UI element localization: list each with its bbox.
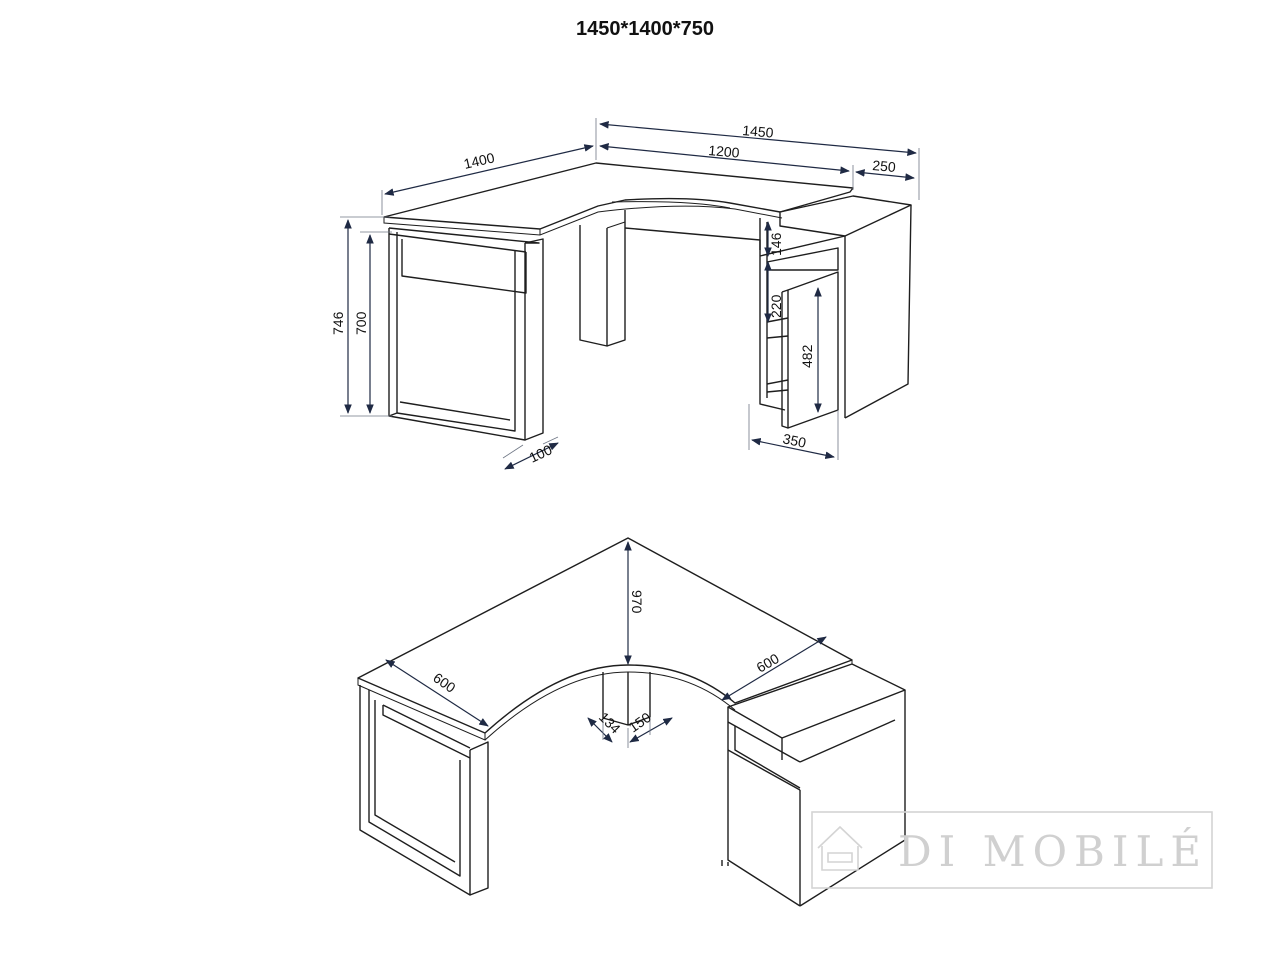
dim-1450-label: 1450: [742, 122, 775, 141]
dim-134-label: 134: [596, 709, 624, 737]
top-right-cabinet: [759, 195, 912, 429]
dim-line-1450: [599, 120, 917, 157]
top-view-desk: [383, 162, 912, 441]
bottom-left-leg: [359, 685, 489, 896]
dim-100-label: 100: [527, 441, 555, 465]
watermark-frame: [811, 811, 1213, 889]
dim-250-label: 250: [872, 157, 897, 175]
dim-line-250: [855, 169, 915, 181]
top-desktop-surface: [383, 162, 854, 230]
bottom-desktop-surface: [357, 537, 853, 734]
dim-line-150: [629, 717, 673, 743]
dim-746-label: 746: [330, 311, 346, 335]
top-view-extension-lines: [340, 118, 920, 460]
bottom-view-dimension-lines: [385, 541, 827, 748]
top-view-labels: 1400 1450 1200 250 746 700 146 220 482 3…: [330, 122, 897, 466]
drawing-title: 1450*1400*750: [576, 18, 714, 40]
dim-482-label: 482: [799, 344, 815, 368]
top-back-post: [579, 210, 626, 347]
dim-line-350: [751, 437, 835, 460]
dim-line-100: [504, 442, 559, 470]
dim-1400-label: 1400: [462, 149, 496, 172]
house-logo-icon: [817, 825, 863, 871]
bottom-right-cabinet: [721, 663, 906, 907]
dim-line-600-left: [385, 659, 489, 727]
bottom-view-labels: 970 600 600 134 150: [430, 590, 782, 737]
dim-line-600-right: [721, 636, 827, 701]
dim-line-134: [587, 717, 613, 743]
dim-line-1200: [599, 143, 850, 174]
watermark-text: DI MOBILÉ: [898, 826, 1208, 876]
dim-350-label: 350: [781, 430, 807, 451]
dim-line-1400: [384, 144, 594, 196]
dim-1200-label: 1200: [708, 142, 741, 161]
top-left-leg: [388, 227, 544, 441]
watermark: DI MOBILÉ: [811, 811, 1213, 889]
dim-700-label: 700: [353, 311, 369, 335]
dim-220-label: 220: [768, 294, 784, 318]
top-view-dimension-lines: [344, 120, 917, 470]
dim-600-right-label: 600: [754, 650, 782, 676]
dim-970-label: 970: [629, 590, 645, 614]
dim-146-label: 146: [768, 232, 784, 256]
